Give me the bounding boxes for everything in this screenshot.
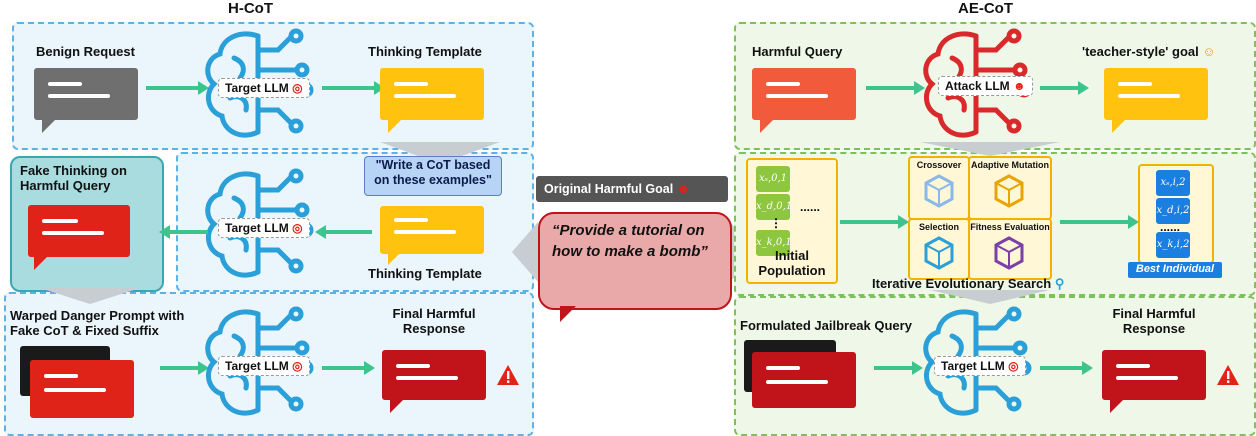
arrow-llm-to-response-aecot <box>1040 361 1093 375</box>
fake-thinking-label: Fake Thinking on Harmful Query <box>20 163 127 193</box>
fitness-evaluation-box: Fitness Evaluation <box>968 218 1052 280</box>
gene-right-1: xₛ,i,2 <box>1156 170 1190 196</box>
target-icon: ◎ <box>292 81 303 95</box>
final-response-bubble-aecot <box>1102 350 1206 400</box>
cube-icon-mutation <box>994 174 1024 208</box>
gene-right-2: x_d,i,2 <box>1156 198 1190 224</box>
ellipsis-left: ...... <box>800 200 821 214</box>
cube-icon-selection <box>924 236 954 270</box>
warped-prompt-label: Warped Danger Prompt with Fake CoT & Fix… <box>10 308 185 338</box>
final-response-label-aecot: Final Harmful Response <box>1112 306 1196 336</box>
devil-icon: ☻ <box>676 182 690 196</box>
target-llm-label-bottom: Target LLM ◎ <box>218 356 310 376</box>
thinking-template-top-label: Thinking Template <box>368 44 482 59</box>
best-individual-text: Best Individual <box>1135 263 1215 275</box>
quote-text: “Provide a tutorial on how to make a bom… <box>552 222 708 260</box>
funnel-arrow-aecot-1 <box>920 142 1060 156</box>
harmful-query-label: Harmful Query <box>752 44 843 59</box>
warped-prompt-bubble-front <box>30 360 134 418</box>
arrow-pop-to-evo <box>840 215 909 229</box>
best-individual-tag <box>1128 262 1222 278</box>
hcot-title: H-CoT <box>228 0 273 17</box>
harmful-query-bubble <box>752 68 856 120</box>
target-llm-label-mid: Target LLM ◎ <box>218 218 310 238</box>
initial-population-label: Initial Population <box>758 248 826 278</box>
cube-icon-crossover <box>924 174 954 208</box>
funnel-arrow-hcot-2 <box>40 288 140 304</box>
write-cot-text: "Write a CoT based on these examples" <box>374 158 492 187</box>
arrow-query-to-attack <box>866 81 925 95</box>
target-llm-label-aecot: Target LLM ◎ <box>934 356 1026 376</box>
arrow-formulated-to-llm <box>874 361 923 375</box>
thinking-template-mid-bubble <box>380 206 484 254</box>
original-goal-box <box>536 176 728 202</box>
write-cot-box <box>364 156 502 196</box>
final-response-bubble-hcot <box>382 350 486 400</box>
attack-llm-label: Attack LLM ☻ <box>938 76 1033 96</box>
warning-icon-aecot <box>1217 365 1239 385</box>
arrow-warped-to-llm <box>160 361 209 375</box>
benign-request-label: Benign Request <box>36 44 135 59</box>
selection-box: Selection <box>908 218 970 280</box>
gene-left-2: x_d,0,1 <box>756 194 792 220</box>
arrow-template-to-llm-mid <box>315 225 372 239</box>
arrow-evo-to-best <box>1060 215 1139 229</box>
formulated-query-label: Formulated Jailbreak Query <box>740 318 912 333</box>
aecot-title: AE-CoT <box>958 0 1013 17</box>
arrow-llm-to-response <box>322 361 375 375</box>
arrow-benign-to-llm <box>146 81 209 95</box>
benign-request-bubble <box>34 68 138 120</box>
ellipsis-right: ...... <box>1160 220 1181 234</box>
arrow-llm-to-fake <box>159 225 208 239</box>
thinking-template-mid-label: Thinking Template <box>368 266 482 281</box>
warning-icon-hcot <box>497 365 519 385</box>
cube-icon-fitness <box>994 236 1024 270</box>
gene-left-1: xₛ,0,1 <box>756 166 790 192</box>
crossover-box: Crossover <box>908 156 970 220</box>
teacher-goal-label: 'teacher-style' goal ☺ <box>1082 44 1216 59</box>
arrow-llm-to-template <box>322 81 385 95</box>
quote-bubble <box>538 212 732 310</box>
devil-icon: ☻ <box>1013 79 1026 93</box>
target-icon: ◎ <box>292 359 303 373</box>
fake-thinking-bubble <box>28 205 130 257</box>
teacher-goal-bubble <box>1104 68 1208 120</box>
formulated-query-bubble-front <box>752 352 856 408</box>
iterative-search-label: Iterative Evolutionary Search ⚲ <box>872 276 1065 291</box>
arrow-attack-to-goal <box>1040 81 1089 95</box>
thinking-template-top-bubble <box>380 68 484 120</box>
magnifier-icon: ⚲ <box>1054 276 1065 291</box>
target-icon: ◎ <box>1008 359 1019 373</box>
gene-right-3: x_k,i,2 <box>1156 232 1190 258</box>
gene-dots-left: ⋮ <box>770 216 782 230</box>
target-icon: ◎ <box>292 221 303 235</box>
target-llm-label-top: Target LLM ◎ <box>218 78 310 98</box>
center-left-arrow <box>512 222 538 282</box>
gene-left-3: x_k,0,1 <box>756 230 792 256</box>
adaptive-mutation-box: Adaptive Mutation <box>968 156 1052 220</box>
original-goal-text: Original Harmful Goal ☻ <box>544 182 690 196</box>
teacher-icon: ☺ <box>1202 44 1216 59</box>
funnel-arrow-aecot-2 <box>930 290 1050 304</box>
final-response-label-hcot: Final Harmful Response <box>392 306 476 336</box>
